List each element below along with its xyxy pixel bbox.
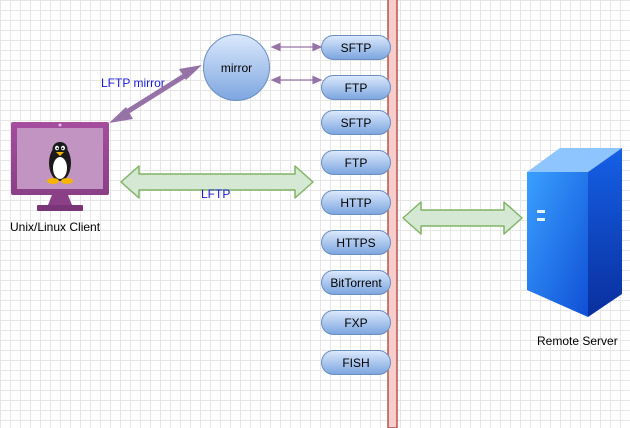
lftp-mirror-label: LFTP mirror — [101, 76, 165, 90]
lftp-mirror-arrow — [109, 65, 202, 123]
mirror-ftp-arrow — [270, 75, 323, 85]
protocol-https[interactable]: HTTPS — [321, 230, 391, 255]
linux-client-icon — [11, 122, 109, 211]
protocol-ftp[interactable]: FTP — [321, 150, 391, 175]
protocol-ftp-mirror[interactable]: FTP — [321, 75, 391, 100]
penguin-icon — [47, 142, 73, 184]
protocol-http[interactable]: HTTP — [321, 190, 391, 215]
protocol-fish[interactable]: FISH — [321, 350, 391, 375]
client-label: Unix/Linux Client — [10, 220, 101, 234]
protocol-sftp[interactable]: SFTP — [321, 110, 391, 135]
mirror-node-label: mirror — [220, 60, 253, 75]
lftp-label: LFTP — [201, 187, 231, 201]
protocol-sftp-mirror[interactable]: SFTP — [321, 35, 391, 60]
server-label: Remote Server — [537, 334, 618, 348]
mirror-sftp-arrow — [270, 42, 323, 52]
firewall-bar — [387, 0, 398, 428]
lftp-arrow — [120, 165, 314, 199]
remote-server-icon — [527, 148, 622, 317]
protocol-fxp[interactable]: FXP — [321, 310, 391, 335]
protocol-bittorrent[interactable]: BitTorrent — [321, 270, 391, 295]
server-arrow — [402, 201, 523, 235]
mirror-node[interactable]: mirror — [203, 34, 270, 101]
